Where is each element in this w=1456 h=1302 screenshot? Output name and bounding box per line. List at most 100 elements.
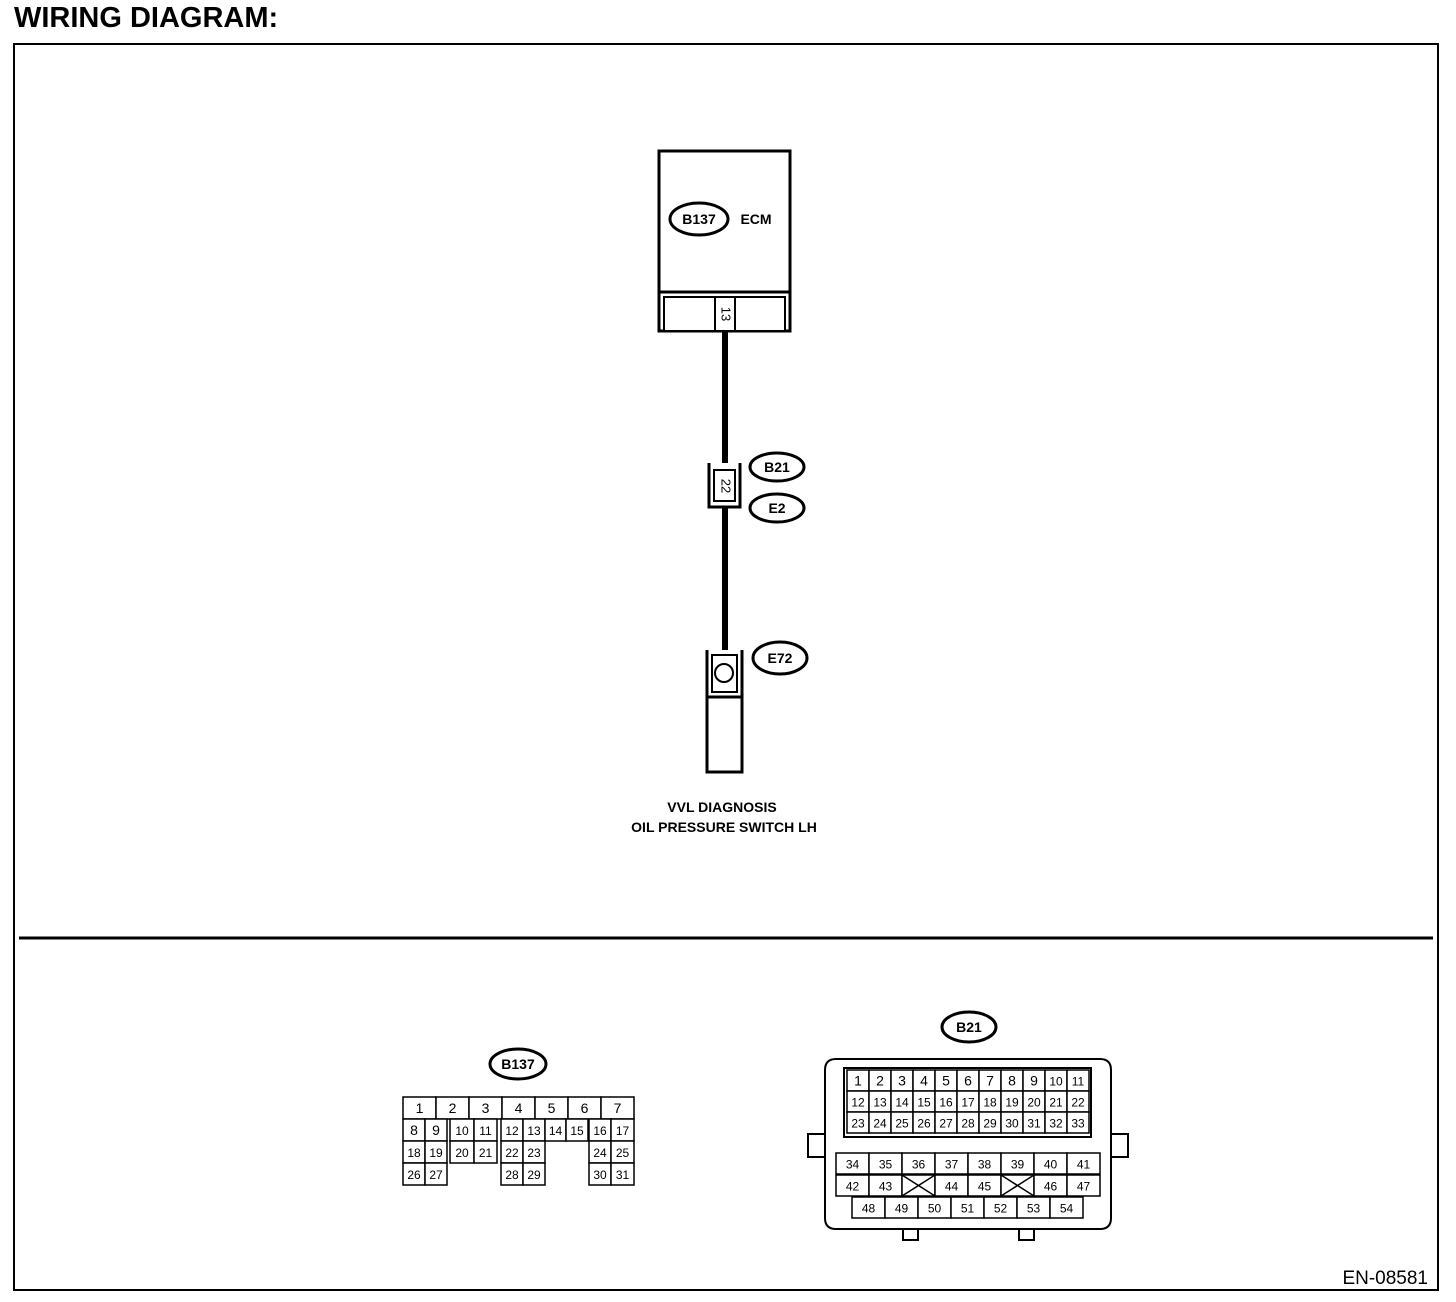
b137-pin-15: 15 xyxy=(565,1118,589,1142)
pin-number: 23 xyxy=(527,1146,541,1160)
page-title: WIRING DIAGRAM: xyxy=(14,2,279,34)
b137-pin-7: 7 xyxy=(600,1096,635,1120)
switch-terminal xyxy=(714,663,734,683)
pin-number: 28 xyxy=(505,1168,519,1182)
b137-pin-29: 29 xyxy=(522,1162,546,1186)
b137-pin-8: 8 xyxy=(402,1118,426,1142)
pin-number: 26 xyxy=(407,1168,421,1182)
b137-pin-26: 26 xyxy=(402,1162,426,1186)
b21-pin-40: 40 xyxy=(1033,1152,1068,1175)
joint-connector: 22 B21 E2 xyxy=(707,451,806,524)
b21-pin-17: 17 xyxy=(956,1090,980,1113)
pin-number: 4 xyxy=(920,1073,928,1089)
b21-pin-24: 24 xyxy=(868,1111,892,1134)
pin-number: 26 xyxy=(917,1117,931,1131)
b137-pin-5: 5 xyxy=(534,1096,569,1120)
b21-pin-19: 19 xyxy=(1000,1090,1024,1113)
b137-pin-18: 18 xyxy=(402,1140,426,1164)
b137-pin-30: 30 xyxy=(588,1162,612,1186)
pin-number: 50 xyxy=(928,1202,942,1216)
b21-pin-48: 48 xyxy=(851,1196,886,1219)
pin-number: 24 xyxy=(593,1146,607,1160)
b21-pin-50: 50 xyxy=(917,1196,952,1219)
b137-pin-6: 6 xyxy=(567,1096,602,1120)
pin-number: 45 xyxy=(978,1180,992,1194)
pin-number: 13 xyxy=(873,1096,887,1110)
pin-number: 14 xyxy=(895,1096,909,1110)
b137-pin-9: 9 xyxy=(424,1118,448,1142)
switch-label-line1: VVL DIAGNOSIS xyxy=(667,799,776,815)
switch-label-line2: OIL PRESSURE SWITCH LH xyxy=(631,819,817,835)
b21-pin-52: 52 xyxy=(983,1196,1018,1219)
b21-pin-30: 30 xyxy=(1000,1111,1024,1134)
e2-badge xyxy=(748,492,806,524)
pin-number: 11 xyxy=(1072,1075,1085,1089)
pin-number: 21 xyxy=(1049,1096,1063,1110)
pin-number: 44 xyxy=(945,1180,959,1194)
b21-pin-34: 34 xyxy=(835,1152,870,1175)
b21-pin-32: 32 xyxy=(1044,1111,1068,1134)
b137-pin-11: 11 xyxy=(473,1118,498,1142)
pin-number: 13 xyxy=(527,1124,541,1138)
b21-pin-25: 25 xyxy=(890,1111,914,1134)
pin-number: 40 xyxy=(1044,1158,1058,1172)
b21-pin-8: 8 xyxy=(1000,1069,1024,1092)
b21-pin-47: 47 xyxy=(1066,1174,1101,1197)
pin-number: 53 xyxy=(1027,1202,1041,1216)
b137-view-label: B137 xyxy=(501,1056,535,1072)
b21-pin-36: 36 xyxy=(901,1152,936,1175)
pin-number: 19 xyxy=(1005,1096,1019,1110)
b21-pin-41: 41 xyxy=(1066,1152,1101,1175)
b21-pin-4: 4 xyxy=(912,1069,936,1092)
pin-number: 10 xyxy=(455,1124,469,1138)
b137-pin-16: 16 xyxy=(588,1118,612,1142)
pin-number: 33 xyxy=(1071,1117,1085,1131)
b21-pin-16: 16 xyxy=(934,1090,958,1113)
pin-number: 12 xyxy=(851,1096,865,1110)
pin-number: 27 xyxy=(939,1117,953,1131)
pin-number: 2 xyxy=(876,1073,884,1089)
pin-number: 6 xyxy=(581,1100,589,1116)
pin-number: 21 xyxy=(479,1146,493,1160)
pin-number: 22 xyxy=(505,1146,519,1160)
pin-number: 17 xyxy=(961,1096,975,1110)
b137-pin-24: 24 xyxy=(588,1140,612,1164)
pin-number: 49 xyxy=(895,1202,909,1216)
b137-pin-31: 31 xyxy=(610,1162,635,1186)
b21-pin-49: 49 xyxy=(884,1196,919,1219)
pin-number: 3 xyxy=(482,1100,490,1116)
b21-badge xyxy=(748,451,806,483)
pin-number: 1 xyxy=(854,1073,862,1089)
pin-number: 24 xyxy=(873,1117,887,1131)
pin-number: 12 xyxy=(505,1124,519,1138)
pin-number: 29 xyxy=(527,1168,541,1182)
b21-pin-35: 35 xyxy=(868,1152,903,1175)
pin-number: 11 xyxy=(479,1124,492,1138)
pin-number: 20 xyxy=(1027,1096,1041,1110)
pin-number: 8 xyxy=(410,1122,418,1138)
pin-number: 9 xyxy=(432,1122,440,1138)
b137-pin-22: 22 xyxy=(500,1140,524,1164)
reference-code: EN-08581 xyxy=(1342,1268,1428,1289)
b21-view-label: B21 xyxy=(956,1019,982,1035)
b21-pin-22: 22 xyxy=(1066,1090,1090,1113)
pin-number: 1 xyxy=(416,1100,424,1116)
b21-pin-27: 27 xyxy=(934,1111,958,1134)
b21-pin-21: 21 xyxy=(1044,1090,1068,1113)
b21-pin-42: 42 xyxy=(835,1174,870,1197)
b137-view-badge xyxy=(488,1047,548,1081)
b21-pin-6: 6 xyxy=(956,1069,980,1092)
b21-pin-29: 29 xyxy=(978,1111,1002,1134)
ecm-connector-label: B137 xyxy=(682,211,716,227)
b137-pin-25: 25 xyxy=(610,1140,635,1164)
b21-pin-31: 31 xyxy=(1022,1111,1046,1134)
pin-number: 9 xyxy=(1030,1073,1038,1089)
b21-pin-7: 7 xyxy=(978,1069,1002,1092)
pin-number: 52 xyxy=(994,1202,1008,1216)
pin-number: 5 xyxy=(942,1073,950,1089)
b137-pin-13: 13 xyxy=(522,1118,546,1142)
pin-number: 35 xyxy=(879,1158,893,1172)
b137-pin-21: 21 xyxy=(473,1140,498,1164)
b21-pin-43: 43 xyxy=(868,1174,903,1197)
b21-pin-45: 45 xyxy=(967,1174,1002,1197)
